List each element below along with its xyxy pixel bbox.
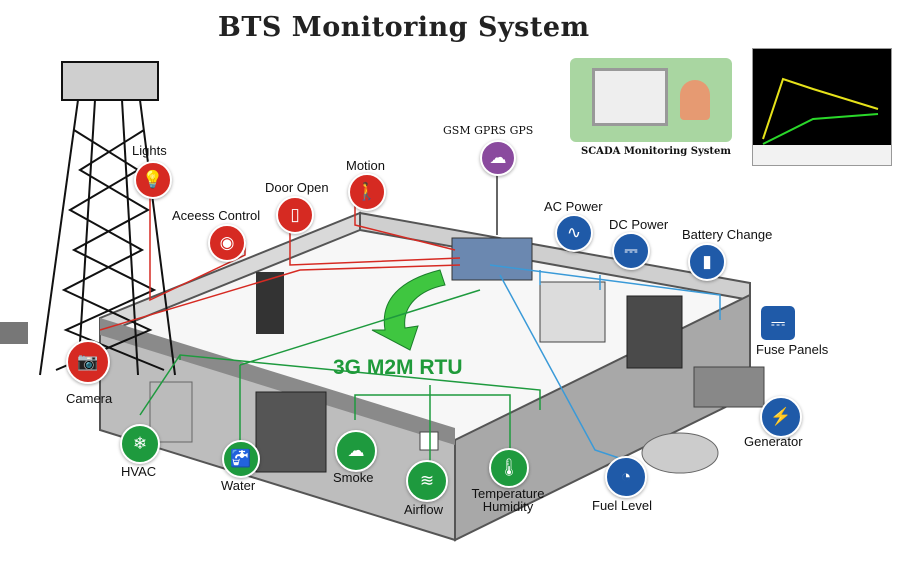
snowflake-icon: ❄ [120,424,160,464]
smoke-icon: ☁ [335,430,377,472]
hvac-label: HVAC [121,464,157,479]
motion-icon: 🚶 [348,173,386,211]
airflow-icon: ≋ [406,460,448,502]
rtu-device [451,237,533,281]
fuel-gauge-icon: ◔ [605,456,647,498]
front-wall-top [100,318,455,445]
lightning-icon: ⚡ [760,396,802,438]
operator-icon [680,80,710,120]
thermometer-icon: 🌡 [489,448,529,488]
temperature-label: Temperature [471,486,545,501]
ac-wave-icon: ∿ [555,214,593,252]
dc-power-label: DC Power [609,217,669,232]
green-wiring [139,289,541,465]
access-control-icon: ◉ [208,224,246,262]
scada-chart-thumbnail [752,48,892,166]
antenna-cabinet [0,322,28,344]
battery-icon: ▮ [688,243,726,281]
fuse-icon: ⎓ [761,306,795,340]
gsm-antenna-icon: ☁ [480,140,516,176]
rtu-label: 3G M2M RTU [333,356,463,379]
fuel-level-label: Fuel Level [592,498,652,513]
dc-power-icon: ⎓ [612,232,650,270]
blue-wiring [489,264,721,461]
fuse-panels-label: Fuse Panels [756,342,829,357]
door-open-label: Door Open [265,180,329,195]
battery-rack [626,295,683,369]
generator-unit [693,366,765,408]
equipment-rack [255,391,327,473]
airflow-fan [419,431,439,451]
camera-icon: 📷 [66,340,110,384]
access-control-label: Aceess Control [172,208,261,223]
water-tap-icon: 🚰 [222,440,260,478]
lightbulb-icon: 💡 [134,161,172,199]
hvac-unit [149,381,193,443]
fuel-tank [641,432,719,474]
scada-label: SCADA Monitoring System [581,146,731,157]
water-label: Water [221,478,256,493]
page-title: BTS Monitoring System [218,12,590,43]
gsm-label: GSM GPRS GPS [443,124,534,137]
battery-change-label: Battery Change [682,227,773,242]
camera-label: Camera [66,391,113,406]
monitor-icon [592,68,668,126]
motion-label: Motion [346,158,386,173]
lights-label: Lights [132,143,167,158]
scada-screen [570,58,732,142]
rtu-arrow [371,269,446,351]
telecom-tower [39,61,176,376]
ac-power-label: AC Power [544,199,603,214]
smoke-label: Smoke [333,470,374,485]
ac-cabinet [539,281,606,343]
door-icon: ▯ [276,196,314,234]
airflow-label: Airflow [404,502,444,517]
generator-label: Generator [744,434,803,449]
humidity-label: Humidity [482,499,534,514]
